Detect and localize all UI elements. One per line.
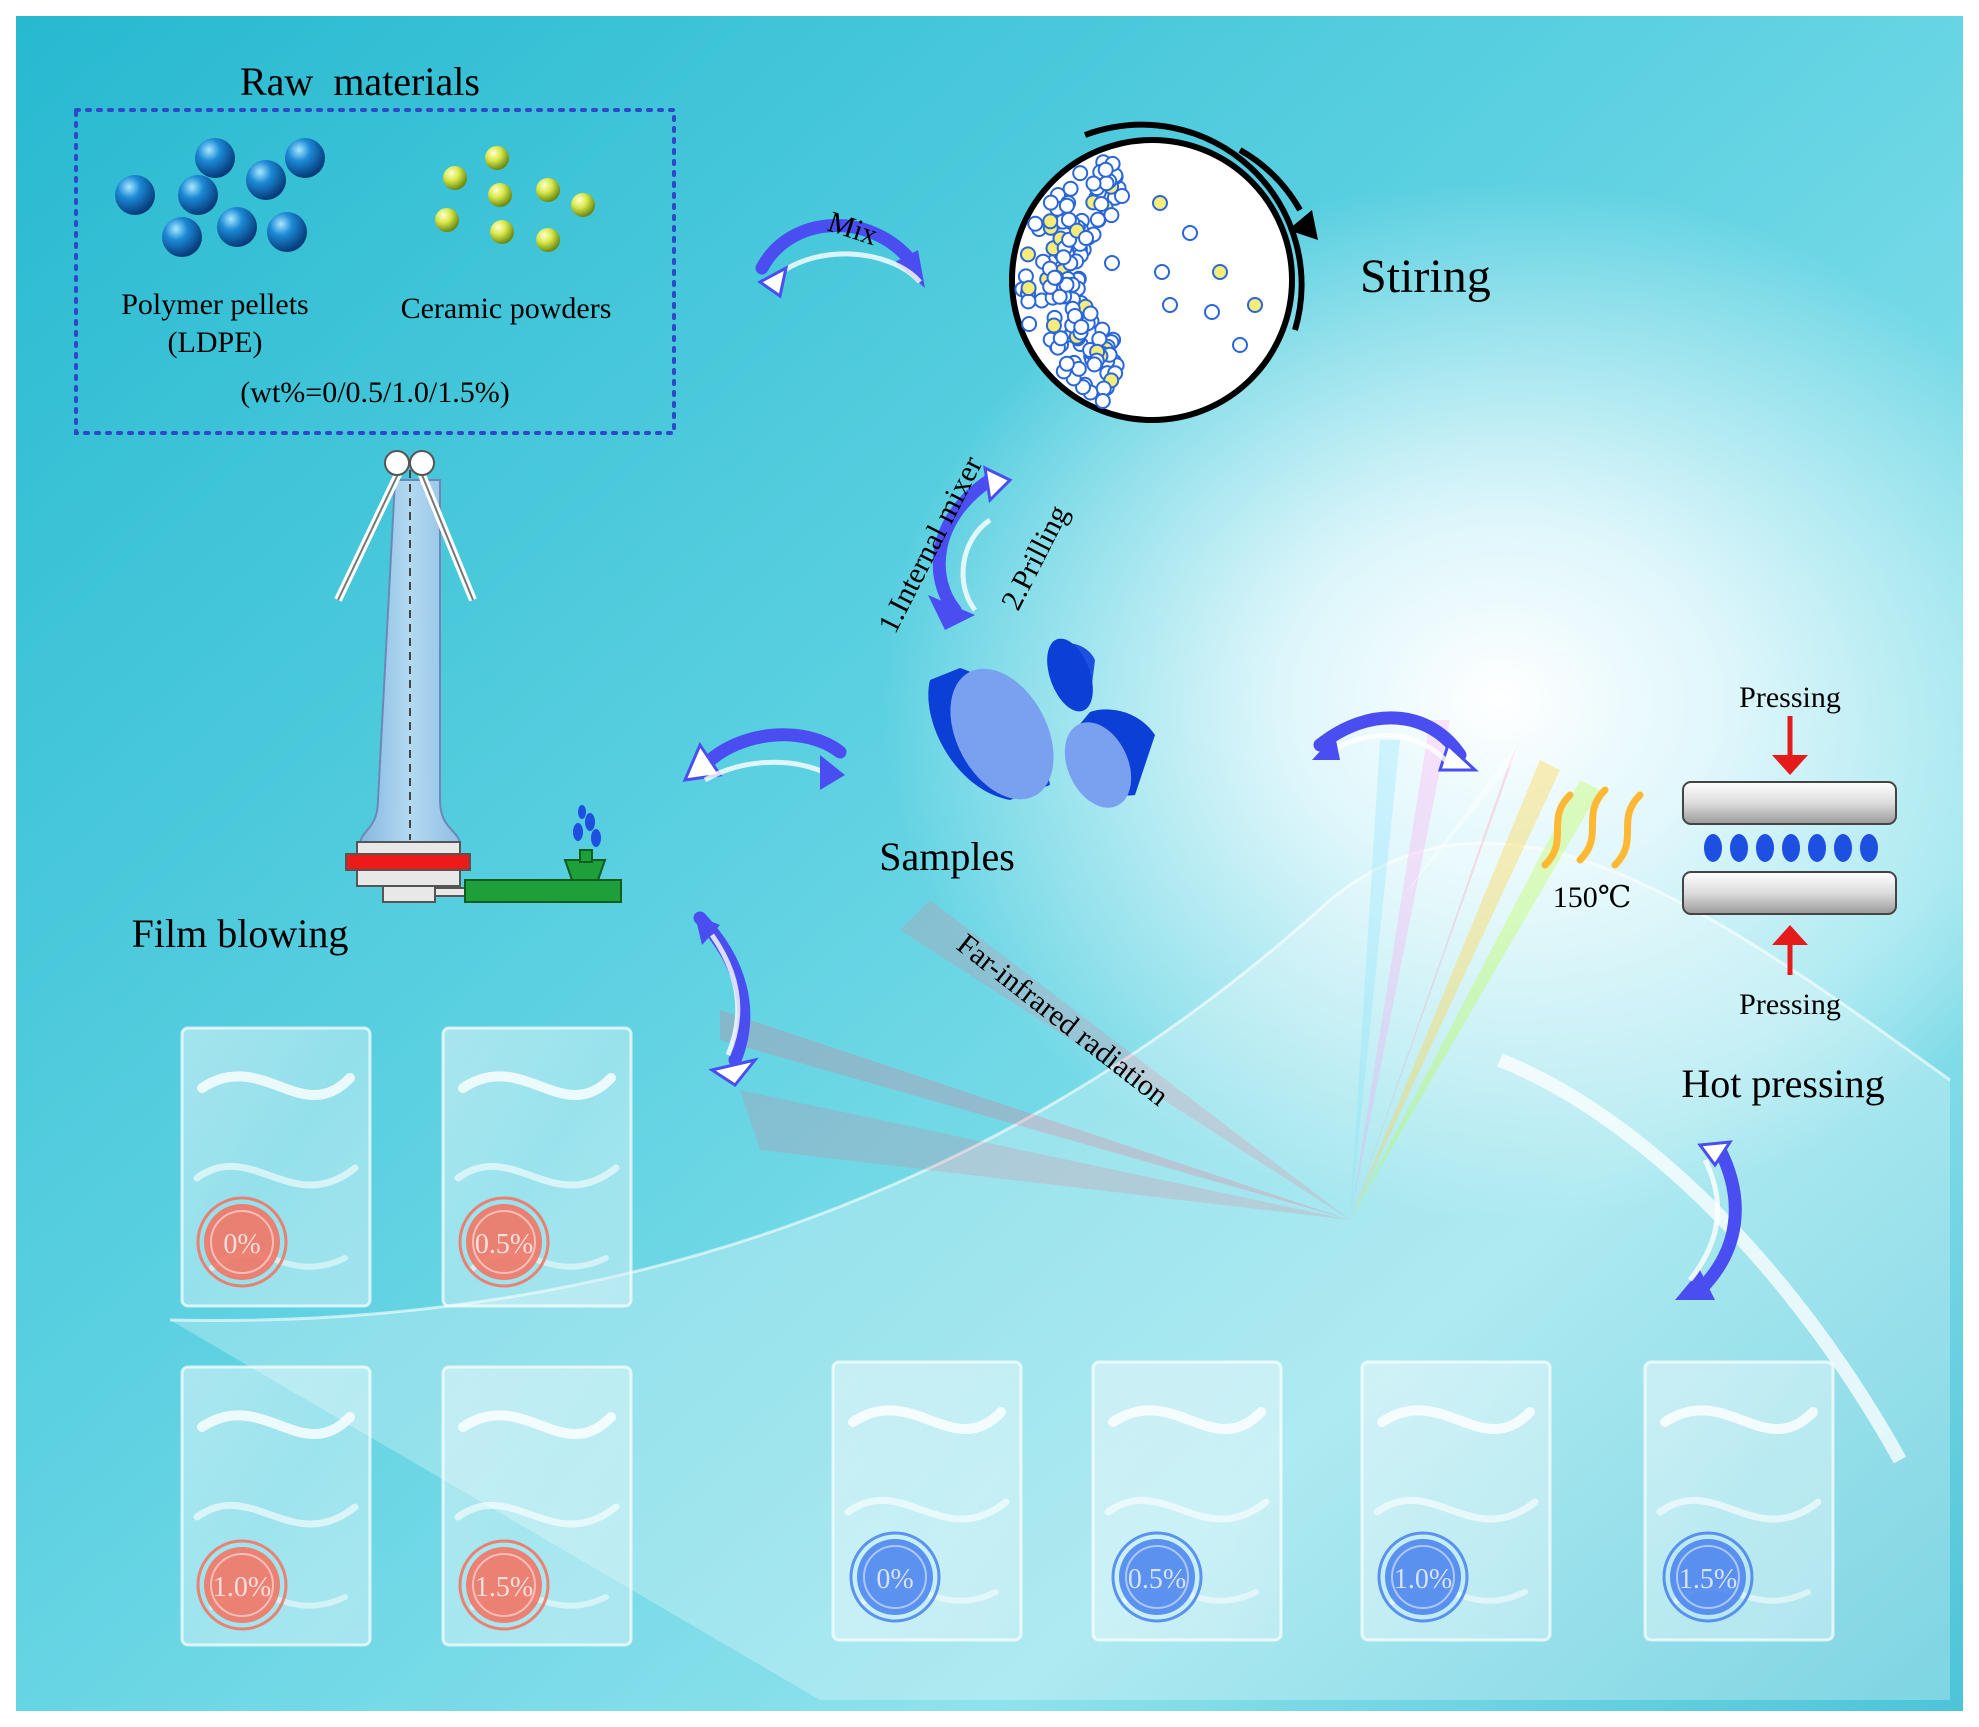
polymer-particle <box>1073 319 1090 335</box>
polymer-particle <box>1020 293 1037 310</box>
concentration-badge: 1.0% <box>196 1539 288 1631</box>
weight-percent-label: (wt%=0/0.5/1.0/1.5%) <box>240 376 509 409</box>
film-blowing-arrow <box>682 728 847 790</box>
pressed-film-bag: 1.5% <box>1643 1360 1835 1642</box>
pressed-pellet <box>1704 834 1722 862</box>
polymer-particle <box>1027 215 1044 232</box>
stirring-particles <box>1014 154 1263 409</box>
samples-pellets: Samples <box>879 638 1155 879</box>
pressed-pellet <box>1860 834 1878 862</box>
polymer-particle <box>1085 175 1102 192</box>
concentration-badge: 0.5% <box>458 1196 550 1288</box>
ceramic-particle <box>1020 280 1037 297</box>
ceramic-powders-label: Ceramic powders <box>401 292 612 325</box>
concentration-label: 1.0% <box>213 1572 271 1603</box>
polymer-particle <box>1072 165 1089 182</box>
hot-pressing-label: Hot pressing <box>1681 1061 1884 1106</box>
far-infrared-rays <box>720 720 1600 1220</box>
polymer-particle <box>1162 297 1178 313</box>
pressed-film-bag: 1.0% <box>1360 1360 1552 1642</box>
concentration-badge: 0% <box>849 1531 941 1623</box>
pressed-film-bag: 0.5% <box>1091 1360 1283 1642</box>
hot-pressing-arrow <box>1312 711 1479 772</box>
blown-film-bag: 0.5% <box>441 1026 633 1308</box>
film-blowing-label: Film blowing <box>132 911 349 956</box>
pressed-pellet <box>1834 834 1852 862</box>
polymer-particle <box>1021 316 1038 332</box>
pressed-pellet <box>1808 834 1826 862</box>
polymer-pellets-sublabel: (LDPE) <box>168 326 263 359</box>
hot-press-apparatus: Pressing Pressing 150℃ Hot pressing <box>1541 681 1897 1106</box>
polymer-particle <box>1114 188 1130 204</box>
polymer-particle <box>1097 161 1114 178</box>
pressed-pellet <box>1782 834 1800 862</box>
ceramic-particle <box>1212 264 1228 280</box>
polymer-particle <box>1058 355 1075 372</box>
polymer-pellets-label: Polymer pellets <box>121 288 308 321</box>
raw-materials-box: Raw materials Polymer pellets (LDPE) Cer… <box>74 59 676 435</box>
polymer-particle <box>1204 304 1220 320</box>
heat-wave-icon <box>1541 786 1644 869</box>
polymer-particle <box>1042 194 1059 211</box>
concentration-badge: 1.5% <box>1662 1531 1754 1623</box>
light-glow <box>880 180 1979 1220</box>
ceramic-powders <box>435 146 595 252</box>
blown-films-arrow <box>693 911 759 1088</box>
press-pellets <box>1704 834 1878 862</box>
polymer-particle <box>1232 337 1248 353</box>
polymer-particle <box>1091 331 1108 347</box>
blown-film-bag: 0% <box>180 1026 372 1308</box>
polymer-particle <box>1094 393 1111 409</box>
polymer-particle <box>1098 175 1115 192</box>
ceramic-particle <box>1042 213 1059 230</box>
polymer-particle <box>1051 288 1068 305</box>
polymer-particle <box>1182 225 1198 241</box>
polymer-particle <box>1058 197 1075 214</box>
pressed-film-bag: 0% <box>831 1360 1023 1642</box>
polymer-particle <box>1082 305 1099 322</box>
concentration-badge: 1.5% <box>458 1539 550 1631</box>
polymer-particle <box>1078 230 1094 246</box>
pressed-films-arrow <box>1675 1140 1742 1300</box>
polymer-particle <box>1104 255 1120 271</box>
stirring-vessel: Stiring <box>1009 121 1491 423</box>
film-bags: 0% 0.5% 1.0% 1.5% 0% 0.5% 1.0% 1.5% <box>180 1026 1835 1647</box>
concentration-label: 0.5% <box>1128 1564 1186 1595</box>
film-blowing-apparatus: Film blowing <box>132 450 622 956</box>
polymer-particle <box>1055 249 1072 266</box>
stirring-label: Stiring <box>1360 250 1491 303</box>
pressing-bottom-label: Pressing <box>1739 988 1841 1021</box>
concentration-label: 0.5% <box>475 1229 533 1260</box>
polymer-particle <box>1103 207 1120 224</box>
raw-materials-title: Raw materials <box>240 59 480 104</box>
concentration-label: 0% <box>223 1229 260 1260</box>
concentration-label: 0% <box>876 1564 913 1595</box>
pressed-pellet <box>1730 834 1748 862</box>
polymer-particle <box>1093 196 1110 212</box>
concentration-badge: 0% <box>196 1196 288 1288</box>
ceramic-particle <box>1045 317 1062 334</box>
blown-film-bag: 1.5% <box>441 1365 633 1647</box>
samples-label: Samples <box>879 834 1015 879</box>
concentration-label: 1.0% <box>1394 1564 1452 1595</box>
polymer-pellets <box>115 138 325 257</box>
ceramic-particle <box>1020 246 1036 263</box>
polymer-particle <box>1089 211 1106 228</box>
polymer-particle <box>1052 330 1069 347</box>
polymer-particle <box>1086 356 1103 373</box>
polymer-particle <box>1154 264 1170 280</box>
concentration-label: 1.5% <box>1679 1564 1737 1595</box>
ceramic-particle <box>1152 195 1168 211</box>
ceramic-particle <box>1247 297 1263 313</box>
concentration-badge: 0.5% <box>1111 1531 1203 1623</box>
concentration-label: 1.5% <box>475 1572 533 1603</box>
concentration-badge: 1.0% <box>1377 1531 1469 1623</box>
pressed-pellet <box>1756 834 1774 862</box>
temperature-label: 150℃ <box>1553 881 1632 914</box>
blown-film-bag: 1.0% <box>180 1365 372 1647</box>
polymer-particle <box>1046 269 1063 286</box>
pressing-top-label: Pressing <box>1739 681 1841 714</box>
